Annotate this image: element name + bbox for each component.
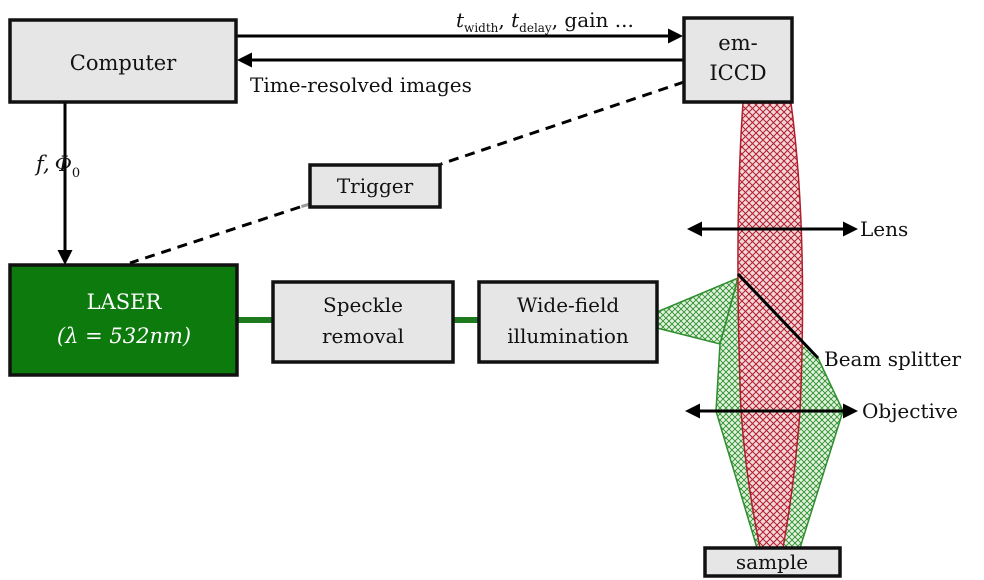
laser-label-line2: (λ = 532nm) — [57, 324, 191, 348]
trigger-line-camera — [440, 80, 685, 166]
camera-label-line2: ICCD — [709, 61, 766, 85]
computer-label: Computer — [70, 51, 177, 75]
laser-box: LASER (λ = 532nm) — [8, 263, 239, 377]
beam-splitter-label: Beam splitter — [824, 347, 962, 371]
trigger-box: Trigger — [308, 163, 442, 209]
lens-label: Lens — [860, 217, 908, 241]
speckle-removal-box: Speckle removal — [271, 280, 455, 364]
beam-splitter — [736, 272, 820, 360]
widefield-illumination-box: Wide-field illumination — [477, 280, 659, 364]
trigger-label: Trigger — [337, 174, 414, 198]
widefield-label-line1: Wide-field — [517, 293, 620, 317]
speckle-label-line2: removal — [322, 324, 404, 348]
camera-box: em- ICCD — [682, 16, 794, 104]
speckle-label-line1: Speckle — [323, 293, 403, 317]
objective-label: Objective — [862, 399, 958, 423]
widefield-label-line2: illumination — [507, 324, 629, 348]
camera-label-line1: em- — [718, 31, 757, 55]
control-params-label: twidth, tdelay, gain ... — [456, 8, 634, 35]
images-label: Time-resolved images — [250, 73, 472, 97]
laser-params-label: f,Φ0 — [34, 152, 80, 181]
laser-label-line1: LASER — [87, 290, 163, 314]
trigger-line-laser — [129, 205, 301, 265]
sample-box: sample — [703, 546, 842, 578]
sample-label: sample — [736, 550, 808, 574]
computer-box: Computer — [8, 18, 238, 104]
